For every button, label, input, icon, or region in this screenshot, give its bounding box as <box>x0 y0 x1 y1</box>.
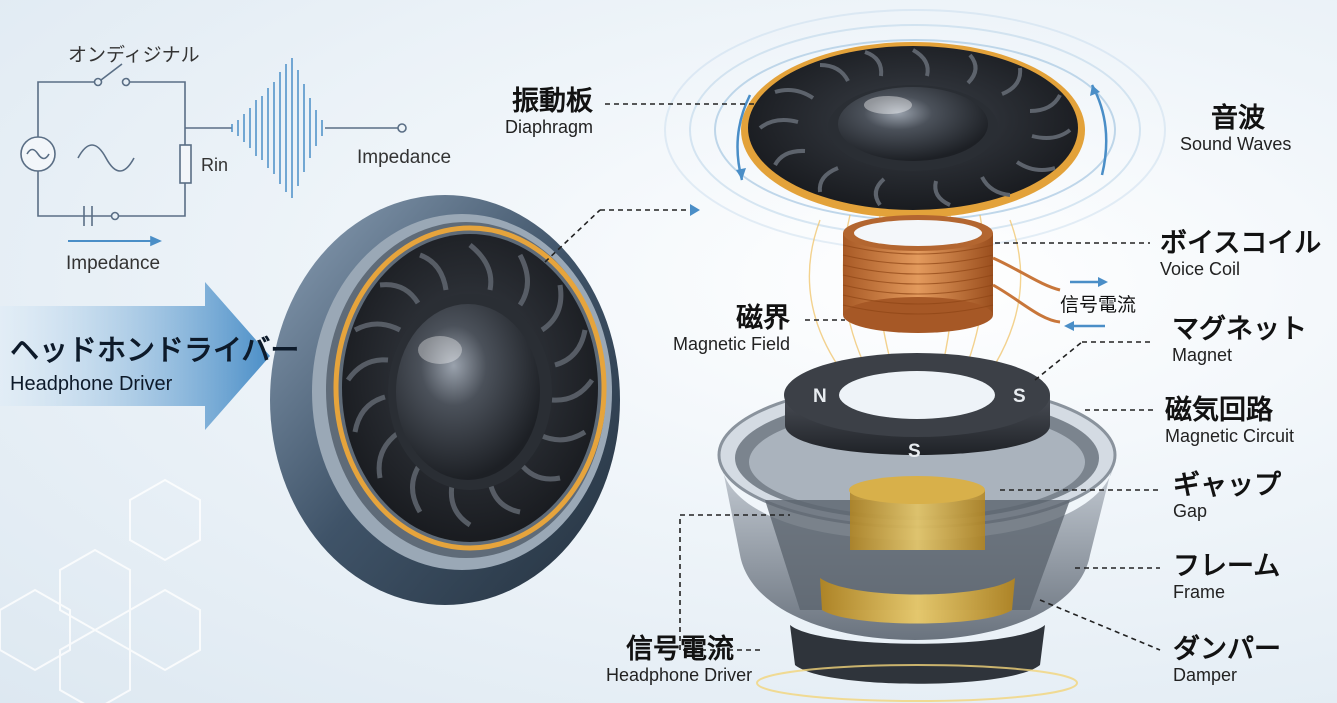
label-magnetic-circuit: 磁気回路 Magnetic Circuit <box>1165 395 1295 447</box>
resistor-label: Rin <box>201 155 229 175</box>
waveform-impedance-label: Impedance <box>357 147 452 168</box>
title-en: Headphone Driver <box>10 373 173 395</box>
label-damper: ダンパー Damper <box>1173 634 1281 686</box>
label-signal-current: 信号電流 Headphone Driver <box>606 634 753 686</box>
leader-lines <box>544 103 1161 651</box>
background-hexagons <box>0 478 201 703</box>
magnet-pole-n: N <box>813 386 827 407</box>
assembled-driver <box>270 195 620 605</box>
diaphragm-part <box>741 42 1085 218</box>
label-magnet: マグネット Magnet <box>1172 314 1307 366</box>
voice-coil-part <box>842 215 1061 333</box>
label-voice-coil: ボイスコイル Voice Coil <box>1160 228 1322 280</box>
label-diaphragm: 振動板 Diaphragm <box>505 86 594 138</box>
magnet-part: N S S <box>784 353 1050 462</box>
magnet-pole-s-front: S <box>908 441 921 462</box>
magnet-pole-s-right: S <box>1013 386 1026 407</box>
label-sound-waves: 音波 Sound Waves <box>1180 103 1292 155</box>
label-gap: ギャップ Gap <box>1173 470 1281 522</box>
title-jp: ヘッドホンドライバー <box>10 333 300 367</box>
headphone-driver-arrow <box>0 282 270 430</box>
bottom-impedance-label: Impedance <box>66 253 161 274</box>
label-signal-current-coil: 信号電流 <box>1060 294 1137 316</box>
impedance-waveform <box>231 58 323 198</box>
label-magnetic-field: 磁界 Magnetic Field <box>673 303 791 355</box>
switch-label: オンディジナル <box>68 44 200 66</box>
title-block: ヘッドホンドライバー Headphone Driver <box>10 327 299 396</box>
label-frame: フレーム Frame <box>1173 551 1281 603</box>
circuit-diagram <box>20 63 407 247</box>
